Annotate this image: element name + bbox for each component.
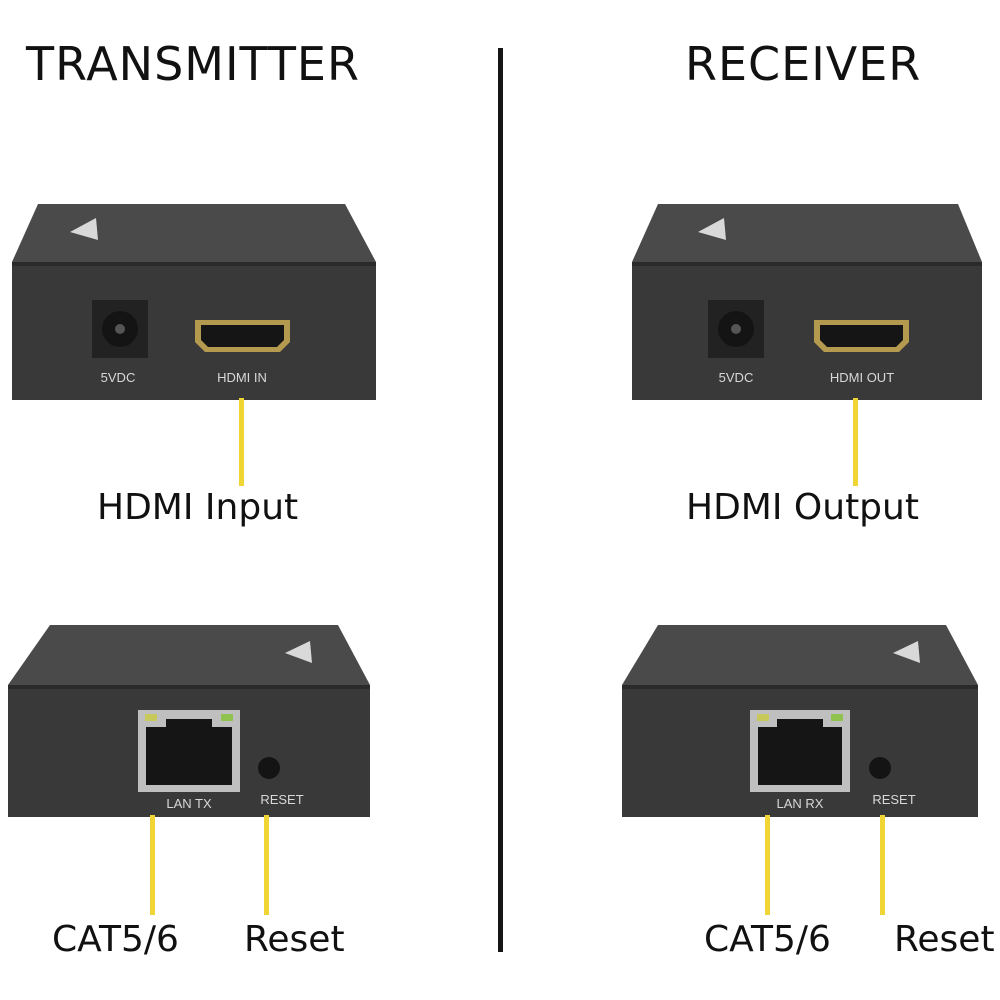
reset-button-icon [869, 757, 891, 779]
device-top-face [12, 204, 376, 262]
reset-label: RESET [260, 792, 303, 807]
receiver-reset-callout: Reset [894, 919, 995, 960]
transmitter-reset-callout: Reset [244, 919, 345, 960]
power-port-label: 5VDC [101, 370, 136, 385]
lan-port-label: LAN RX [777, 796, 824, 811]
receiver-heading: RECEIVER [685, 37, 922, 91]
transmitter-front-unit: 5VDC HDMI IN [12, 204, 376, 400]
transmitter-heading: TRANSMITTER [26, 37, 360, 91]
receiver-reset-leader-line [880, 815, 885, 915]
device-top-face [622, 625, 978, 685]
brand-logo-icon [70, 218, 98, 240]
receiver-cat-callout: CAT5/6 [704, 919, 831, 960]
transmitter-reset-leader-line [264, 815, 269, 915]
device-front-panel [12, 262, 376, 400]
transmitter-back-unit: LAN TX RESET [8, 625, 370, 817]
hdmi-input-leader-line [239, 398, 244, 486]
hdmi-output-leader-line [853, 398, 858, 486]
transmitter-lan-leader-line [150, 815, 155, 915]
hdmi-output-callout: HDMI Output [686, 487, 919, 528]
lan-port-label: LAN TX [166, 796, 212, 811]
brand-logo-icon [698, 218, 726, 240]
receiver-lan-leader-line [765, 815, 770, 915]
hdmi-input-callout: HDMI Input [97, 487, 299, 528]
device-front-panel [632, 262, 982, 400]
receiver-back-unit: LAN RX RESET [622, 625, 978, 817]
device-top-face [8, 625, 370, 685]
brand-logo-icon [285, 641, 312, 663]
center-divider [498, 48, 503, 952]
device-top-face [632, 204, 982, 262]
reset-button-icon [258, 757, 280, 779]
hdmi-port-label: HDMI IN [217, 370, 267, 385]
power-port-label: 5VDC [719, 370, 754, 385]
reset-label: RESET [872, 792, 915, 807]
hdmi-port-label: HDMI OUT [830, 370, 894, 385]
receiver-front-unit: 5VDC HDMI OUT [632, 204, 982, 400]
brand-logo-icon [893, 641, 920, 663]
transmitter-cat-callout: CAT5/6 [52, 919, 179, 960]
